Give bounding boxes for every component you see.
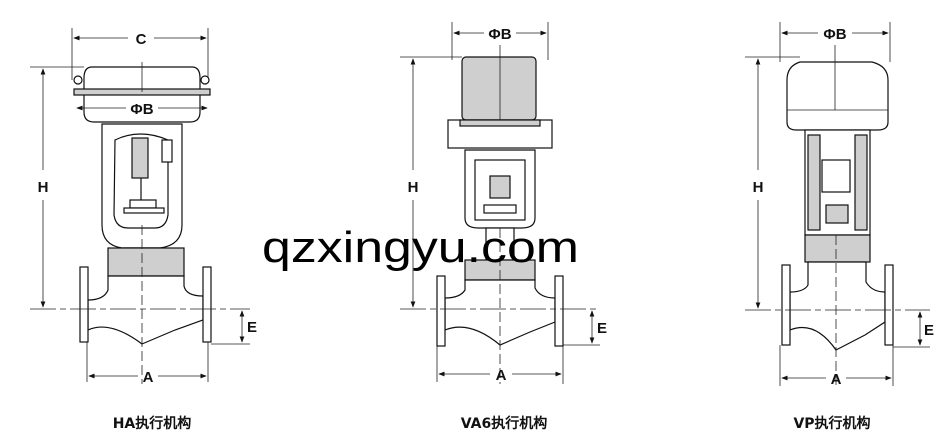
- dimension-phib-label: ΦB: [823, 26, 846, 43]
- va6-actuator-caption: VA6执行机构: [461, 415, 547, 432]
- dimension-h-label: H: [38, 179, 49, 196]
- dimension-phib-label: ΦB: [130, 101, 153, 118]
- dimension-a-label: A: [496, 367, 507, 384]
- ha-valve-drawing: C ΦB H E A HA执行机构: [30, 28, 257, 432]
- vp-valve-drawing: ΦB H E A VP执行机构: [745, 22, 934, 432]
- va6-valve-drawing: ΦB H E A VA6执行机构: [400, 22, 607, 432]
- dimension-a-label: A: [831, 371, 842, 388]
- vp-actuator-caption: VP执行机构: [793, 415, 870, 432]
- watermark: qzxingyu.com: [262, 223, 579, 272]
- dimension-phib-label: ΦB: [488, 26, 511, 43]
- dimension-h-label: H: [408, 179, 419, 196]
- dimension-c-label: C: [136, 31, 147, 48]
- dimension-a-label: A: [143, 369, 154, 386]
- dimension-h-label: H: [753, 179, 764, 196]
- dimension-e-label: E: [247, 319, 257, 336]
- ha-actuator-caption: HA执行机构: [113, 415, 192, 432]
- dimension-e-label: E: [597, 320, 607, 337]
- dimension-e-label: E: [924, 322, 934, 339]
